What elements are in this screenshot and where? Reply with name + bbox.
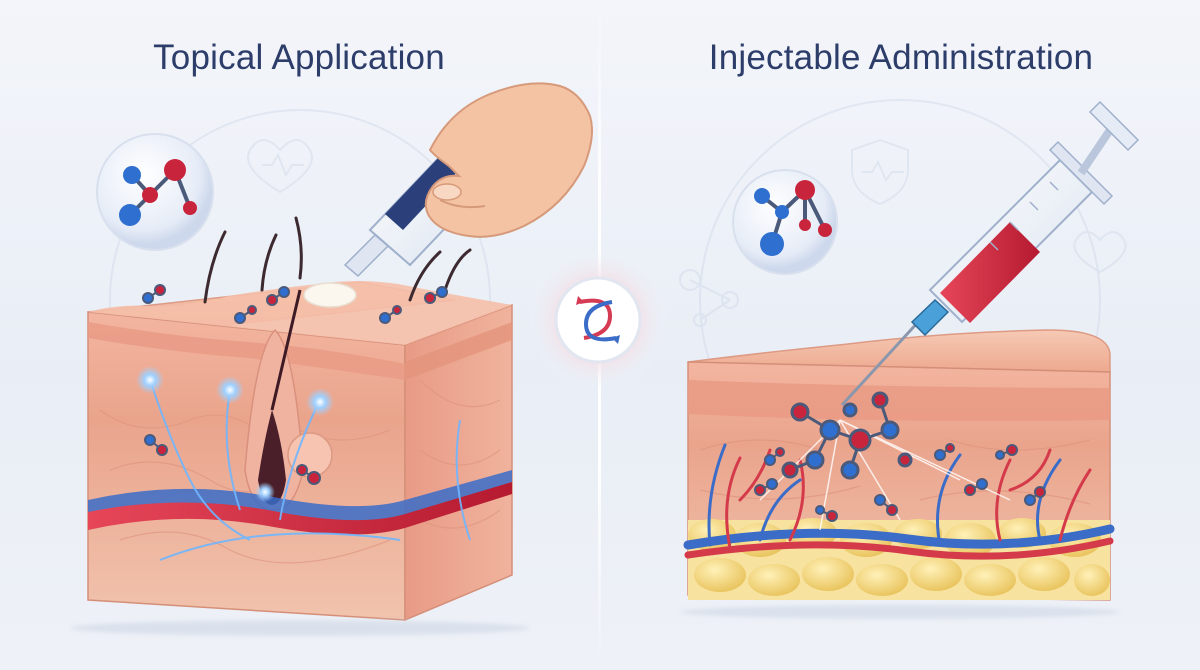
syringe bbox=[840, 100, 1140, 407]
dispersed-molecules bbox=[754, 443, 1046, 522]
topical-molecules bbox=[142, 284, 448, 485]
topical-panel: Topical Application bbox=[0, 0, 598, 670]
exchange-icon bbox=[528, 250, 668, 390]
injectable-panel: Injectable Administration bbox=[602, 0, 1200, 670]
heart-pulse-icon bbox=[247, 139, 313, 194]
topical-skin-block bbox=[87, 216, 513, 622]
injectable-title: Injectable Administration bbox=[708, 38, 1094, 77]
molecule-bubble-icon-right bbox=[732, 169, 838, 275]
molecule-bubble-icon bbox=[96, 133, 214, 251]
topical-title: Topical Application bbox=[153, 38, 445, 77]
shield-pulse-icon bbox=[851, 138, 909, 206]
hand bbox=[424, 82, 593, 238]
injectable-skin-block bbox=[683, 329, 1115, 601]
cream-dab bbox=[303, 282, 357, 308]
heart-pulse-icon-right bbox=[1073, 231, 1127, 274]
injected-molecules bbox=[781, 391, 913, 480]
